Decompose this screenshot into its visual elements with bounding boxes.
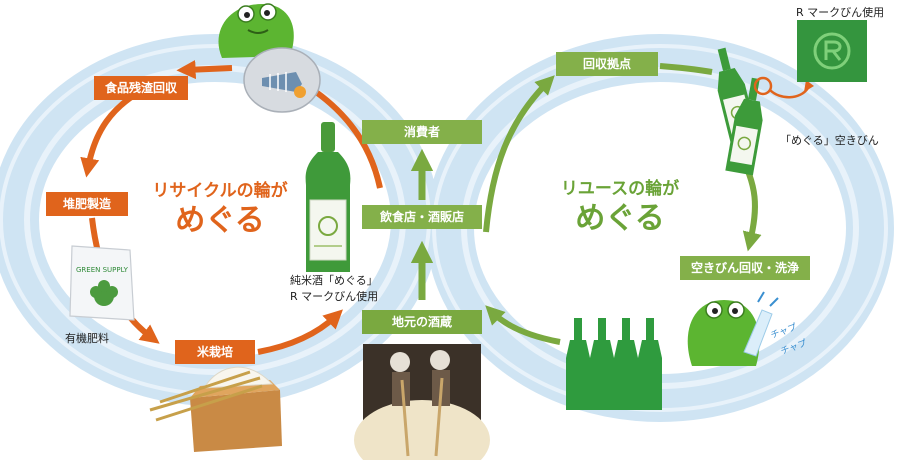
recycle-title-line1: リサイクルの輪が [152,181,288,201]
product-label-line1: 純米酒「めぐる」 [290,274,378,287]
recycle-loop-title: リサイクルの輪が めぐる [150,180,290,240]
reuse-loop-title: リユースの輪が めぐる [540,178,700,238]
recycle-title-line2: めぐる [175,203,265,238]
brewery-photo [354,344,490,460]
recycle-arrows [80,59,383,355]
bottle-washing-box: 空きびん回収・洗浄 [680,256,810,280]
fertilizer-bag-icon [69,245,135,321]
empty-bottle-label: 「めぐる」空きびん [780,134,879,147]
fertilizer-bag-text: GREEN SUPPLY [76,266,128,274]
rice-box-icon [149,366,282,452]
collection-point-box: 回収拠点 [556,52,658,76]
reuse-title-line2: めぐる [575,201,665,236]
reuse-arrows [483,63,762,345]
restaurant-liquor-store-box: 飲食店・酒販店 [362,205,482,229]
green-bottles-group-icon [566,318,662,410]
consumer-box: 消費者 [362,120,482,144]
product-label-line2: R マークびん使用 [290,290,379,303]
junmai-sake-bottle-icon [305,122,351,272]
frog-with-waste-bag-icon [218,3,321,113]
food-waste-collection-box: 食品残渣回収 [94,76,188,100]
organic-fertilizer-label: 有機肥料 [65,332,109,345]
local-brewery-box: 地元の酒蔵 [362,310,482,334]
frog-washing-bottle-icon [687,291,779,366]
compost-production-box: 堆肥製造 [46,192,128,216]
r-mark-label: R マークびん使用 [796,6,885,19]
reuse-title-line1: リユースの輪が [560,179,680,199]
r-mark-icon [797,20,867,82]
empty-bottles-icon [717,47,814,176]
rice-cultivation-box: 米栽培 [175,340,255,364]
